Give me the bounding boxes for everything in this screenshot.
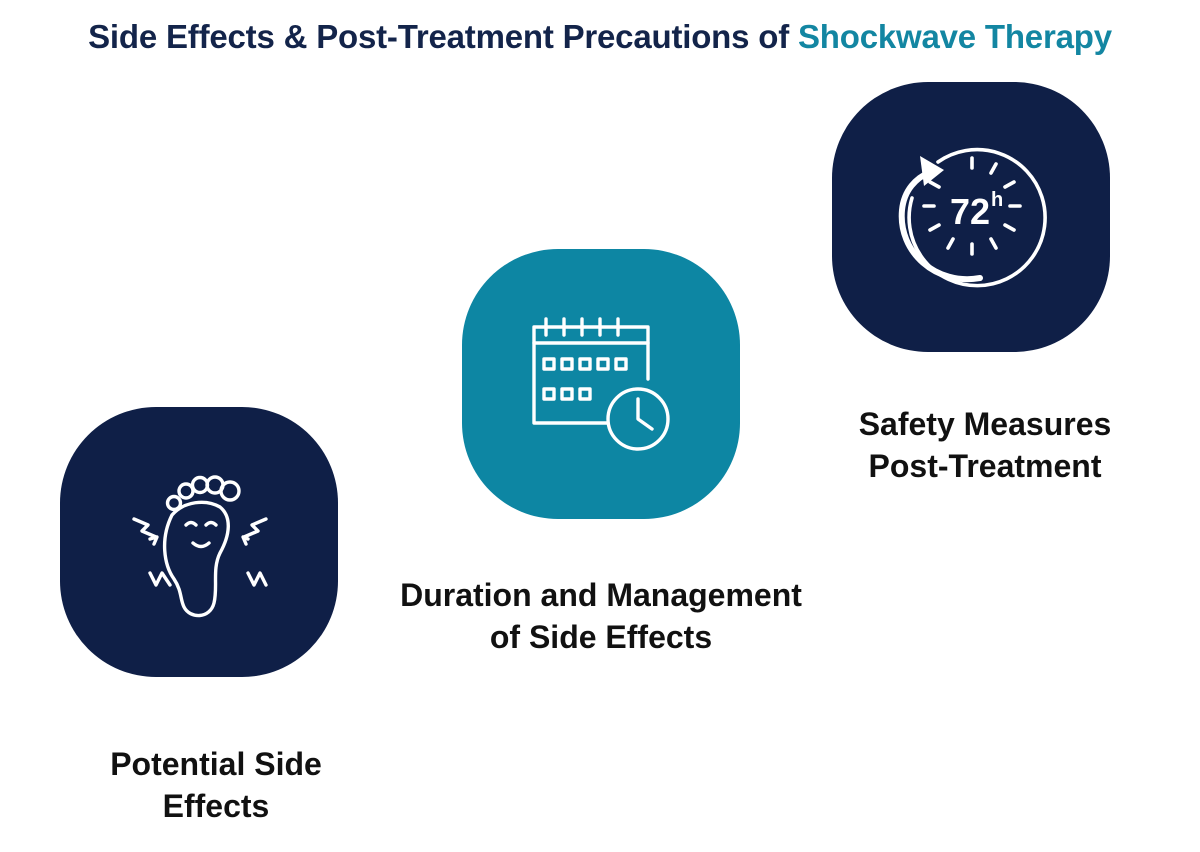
step-2-label-line-2: of Side Effects <box>489 619 713 655</box>
title-accent: Shockwave Therapy <box>797 18 1112 55</box>
step-1-label-line-1: Potential Side <box>110 746 322 782</box>
step-3-label: Safety Measures Post-Treatment <box>832 403 1138 487</box>
step-2-tile <box>462 249 740 519</box>
timer-72h-superscript: h <box>991 189 1003 211</box>
foot-pain-icon <box>132 475 268 618</box>
step-1-tile <box>60 407 338 677</box>
step-2-label: Duration and Management of Side Effects <box>362 574 840 658</box>
step-1-label: Potential Side Effects <box>60 743 372 827</box>
step-3-tile: 72 h <box>832 82 1110 352</box>
page-title: Side Effects & Post-Treatment Precaution… <box>0 18 1200 56</box>
step-3-label-line-2: Post-Treatment <box>868 448 1102 484</box>
timer-72h-number: 72 <box>950 191 990 232</box>
calendar-clock-icon <box>532 317 670 451</box>
step-1-label-line-2: Effects <box>162 788 270 824</box>
timer-72h-icon: 72 h <box>898 147 1047 288</box>
title-main: Side Effects & Post-Treatment Precaution… <box>88 18 798 55</box>
step-3-label-line-1: Safety Measures <box>858 406 1112 442</box>
step-2-label-line-1: Duration and Management <box>400 577 802 613</box>
